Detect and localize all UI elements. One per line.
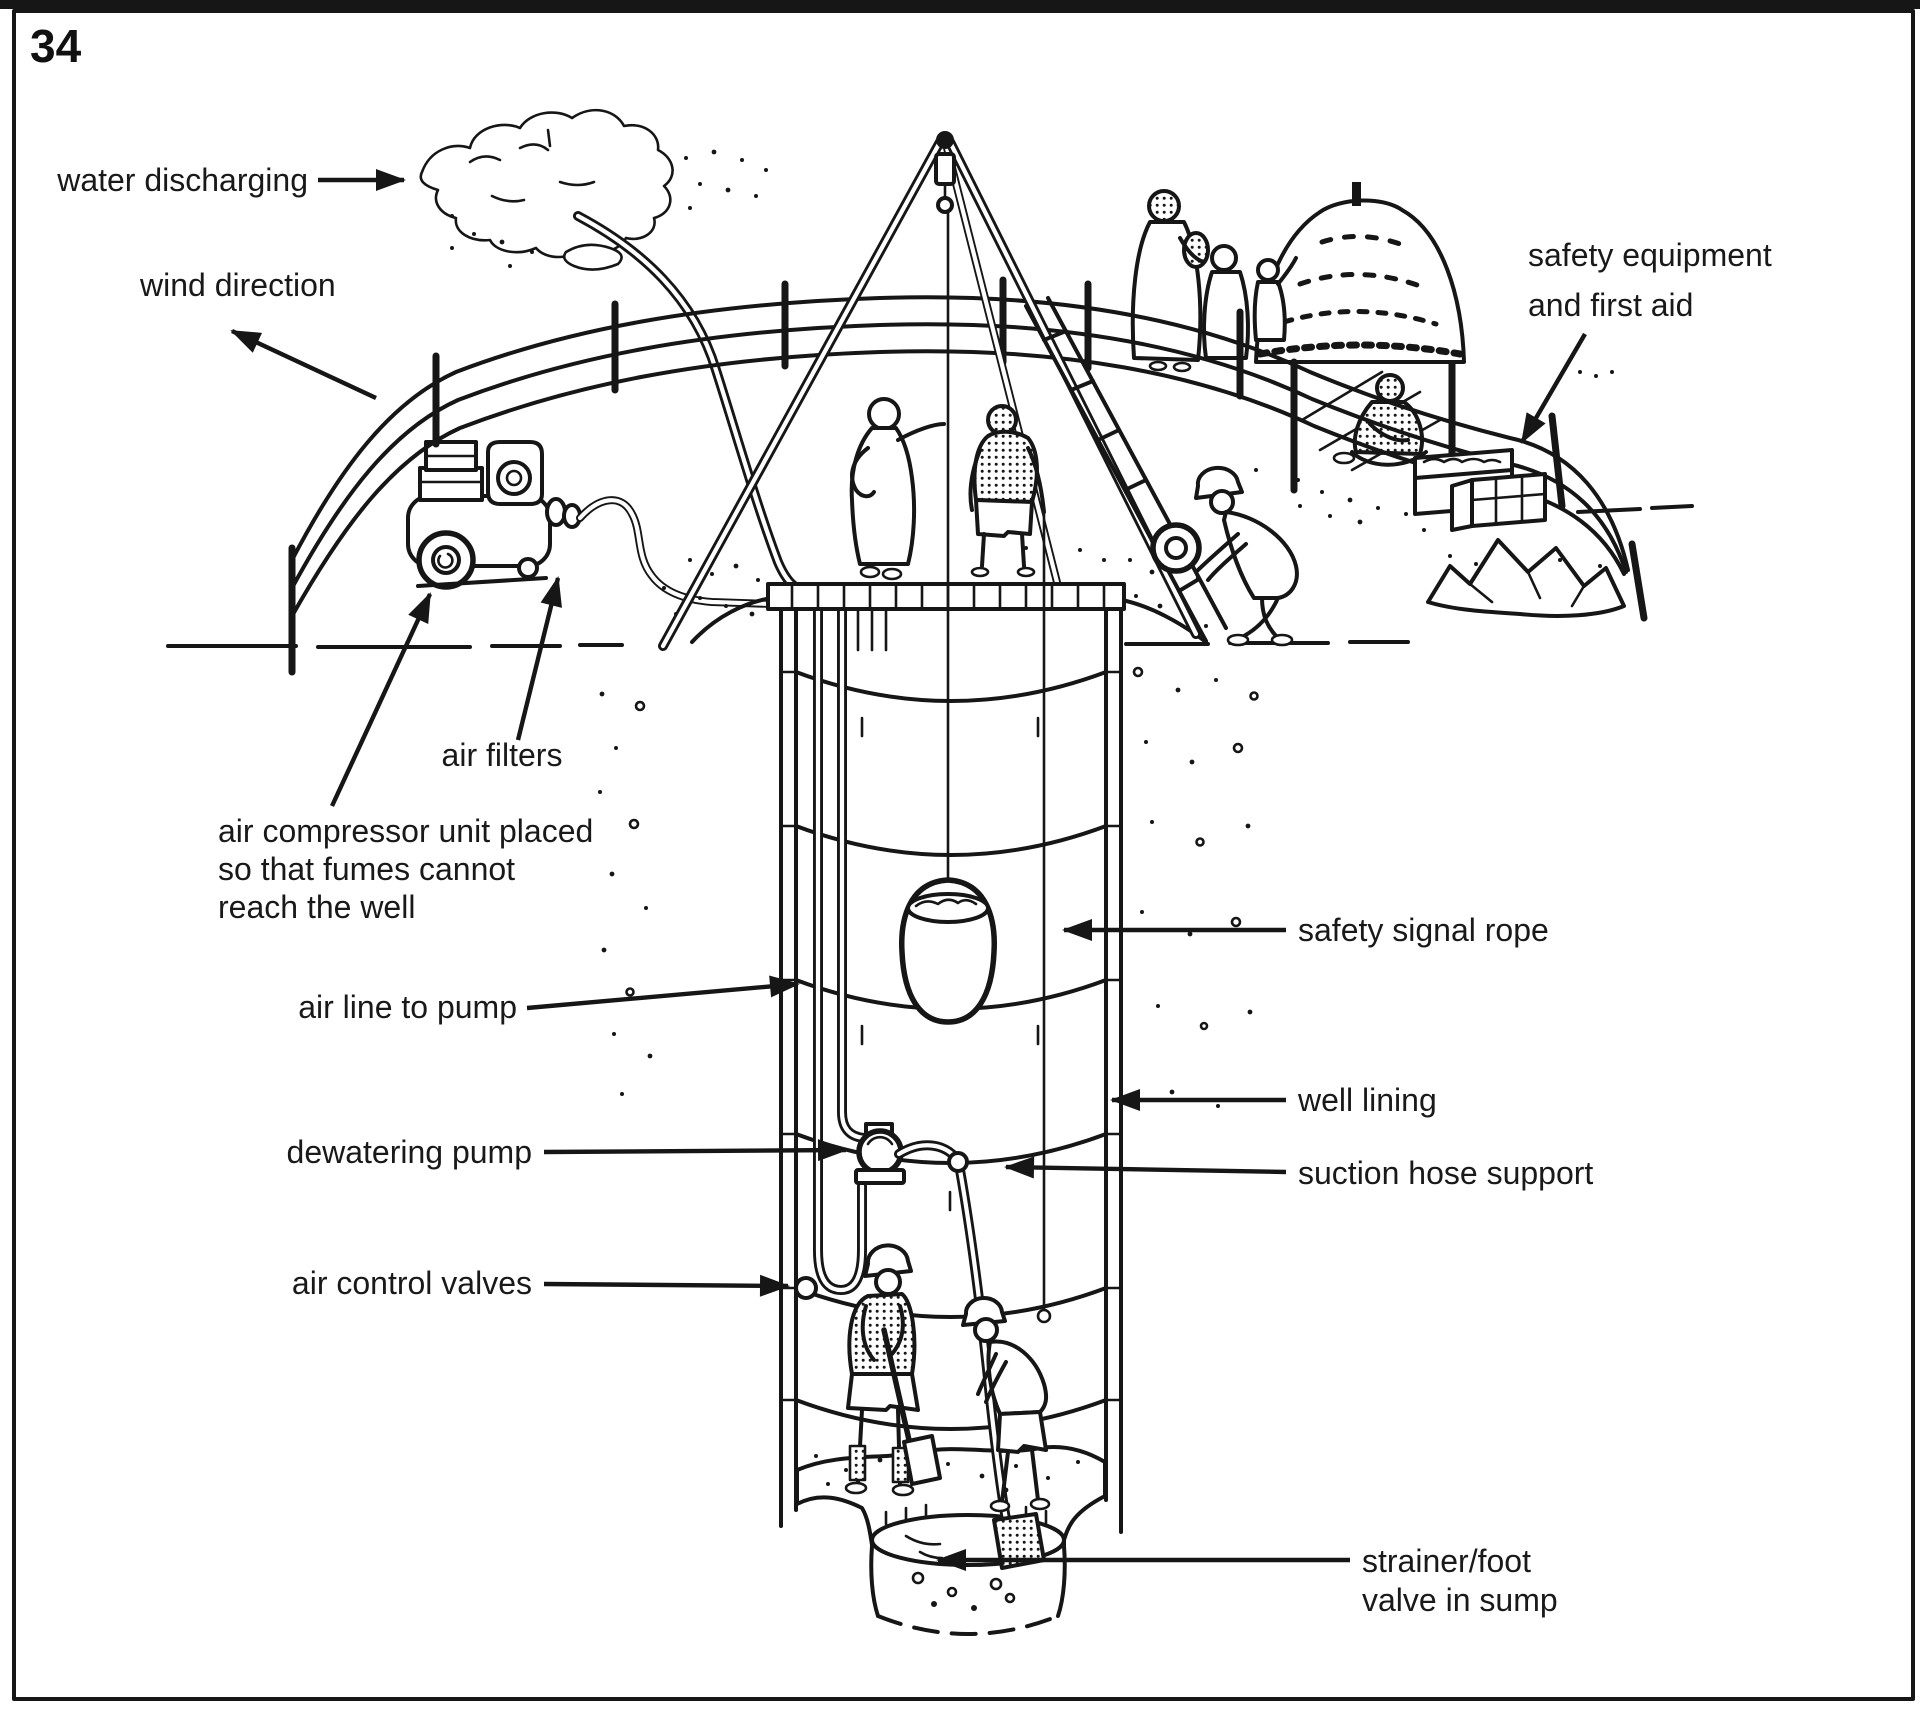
kibble-bucket [899, 877, 997, 1025]
winch-wheel [1150, 522, 1202, 574]
label-safety-signal-rope: safety signal rope [1298, 912, 1549, 948]
page-number: 34 [30, 20, 82, 72]
label-air-filters: air filters [442, 737, 563, 773]
well-worker-with-hose [961, 1295, 1051, 1513]
label-suction-hose-support: suction hose support [1298, 1155, 1593, 1191]
discharge-hose [573, 211, 802, 593]
leader-arrow [1520, 332, 1587, 444]
mist-dots [450, 149, 768, 268]
callout-air-filters: air filters [442, 576, 563, 773]
compressor-wheel [416, 530, 476, 590]
label-air-compressor-3: reach the well [218, 889, 415, 925]
callout-suction-hose-support: suction hose support [1004, 1155, 1593, 1191]
callout-dewatering-pump: dewatering pump [287, 1134, 848, 1170]
water-puddle [419, 108, 674, 271]
callout-safety-signal-rope: safety signal rope [1062, 912, 1549, 948]
rock-pile [1426, 538, 1626, 618]
hard-hat-icon [961, 1295, 1007, 1327]
woman-at-wellhead [849, 397, 946, 581]
hard-hat-icon [863, 1243, 913, 1278]
callout-well-lining: well lining [1110, 1082, 1437, 1118]
label-safety-equipment-1: safety equipment [1528, 237, 1772, 273]
leader-arrow [526, 975, 800, 1011]
callout-air-compressor: air compressor unit placed so that fumes… [218, 592, 593, 925]
subsoil-dots-right [1132, 666, 1259, 1108]
air-control-valve [794, 1276, 818, 1300]
callout-air-control-valves: air control valves [292, 1265, 790, 1301]
wind-direction-arrow [230, 329, 377, 400]
leader-arrow [543, 1139, 848, 1162]
label-strainer-1: strainer/foot [1362, 1543, 1531, 1579]
callout-water-discharging: water discharging [56, 162, 406, 198]
label-air-compressor-2: so that fumes cannot [218, 851, 515, 887]
crouching-worker [1150, 465, 1299, 647]
safety-equipment-boxes [1413, 448, 1547, 532]
well-worker-with-shovel [844, 1243, 942, 1497]
fence-post [1548, 412, 1566, 510]
signal-rope-end [1036, 1308, 1052, 1324]
callout-air-line-to-pump: air line to pump [298, 975, 800, 1025]
leader-arrow [543, 1274, 790, 1297]
label-air-line-to-pump: air line to pump [298, 989, 517, 1025]
first-aid-hut [1254, 182, 1466, 496]
well-collar [766, 582, 1126, 611]
tripod-apex [936, 131, 954, 149]
air-line-pipes [794, 605, 869, 1300]
well-wall-left [779, 606, 798, 1528]
air-filter-disc-1 [545, 497, 567, 527]
subsoil-dots-left [598, 691, 653, 1096]
label-strainer-2: valve in sump [1362, 1582, 1558, 1618]
leader-arrow [1004, 1156, 1287, 1179]
callout-safety-equipment: safety equipment and first aid [1520, 237, 1772, 444]
label-safety-equipment-2: and first aid [1528, 287, 1693, 323]
compressor-box-lower [418, 466, 484, 502]
callout-wind-direction: wind direction [139, 267, 377, 400]
pulley-hook [936, 196, 954, 214]
compressor-air-hose [576, 496, 776, 608]
well-shaft [779, 606, 1123, 1534]
well-wall-right [1104, 606, 1123, 1534]
hut-roof [1254, 198, 1466, 364]
lifting-tripod [658, 131, 1201, 651]
air-compressor-unit [406, 440, 776, 608]
pulley-block [934, 152, 956, 186]
dewatering-pump-unit [854, 1122, 906, 1185]
label-wind-direction: wind direction [139, 267, 336, 303]
hard-hat-icon [1194, 465, 1244, 500]
suction-hose-support-knob [947, 1151, 969, 1173]
leader-arrow [515, 576, 562, 741]
label-well-lining: well lining [1297, 1082, 1437, 1118]
fence-rail-top [290, 295, 1630, 572]
callouts: water discharging wind direction safety … [56, 162, 1772, 1618]
man-at-wellhead [968, 404, 1046, 578]
label-air-control-valves: air control valves [292, 1265, 532, 1301]
leader-arrow [330, 592, 432, 807]
shovel-blade [902, 1434, 942, 1486]
label-dewatering-pump: dewatering pump [287, 1134, 532, 1170]
bystander-waving [1252, 256, 1298, 342]
callout-strainer: strainer/foot valve in sump [936, 1543, 1558, 1618]
fence-post [1628, 540, 1648, 622]
label-water-discharging: water discharging [56, 162, 308, 198]
label-air-compressor-1: air compressor unit placed [218, 813, 593, 849]
